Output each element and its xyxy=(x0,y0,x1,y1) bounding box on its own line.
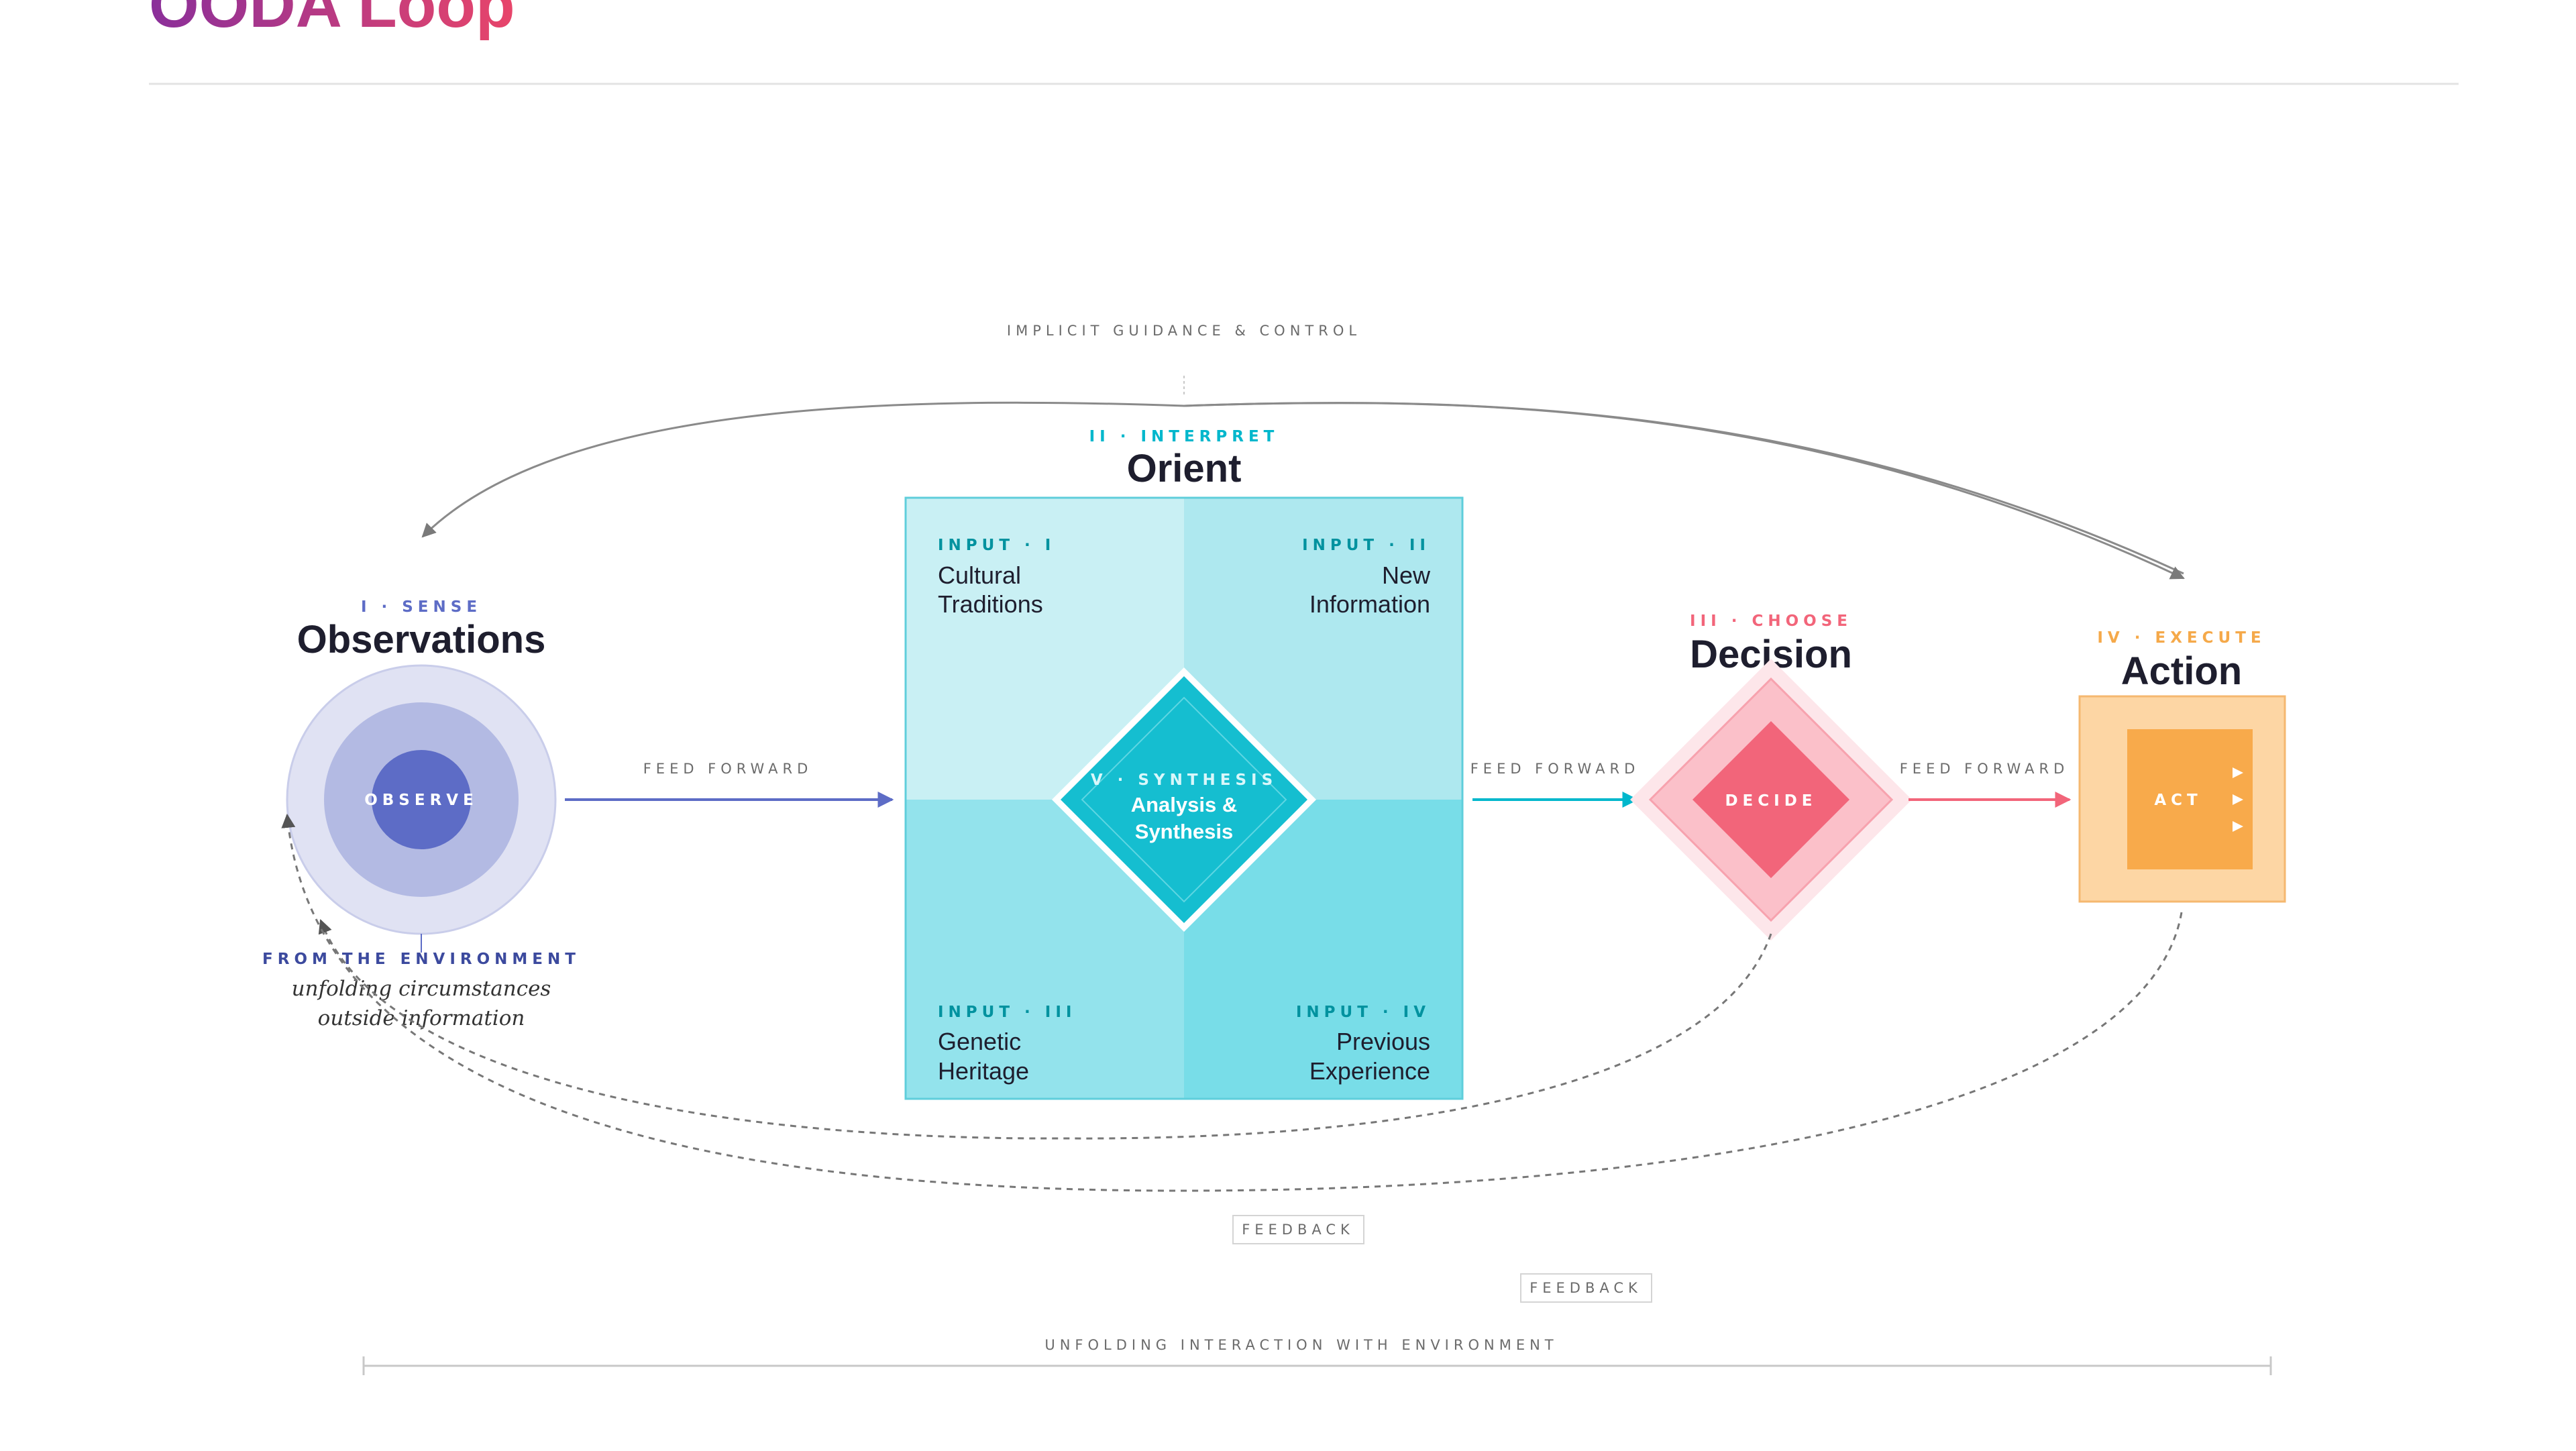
feed-forward-label-2: FEED FORWARD xyxy=(1470,761,1640,777)
orient-frame xyxy=(904,496,1464,1100)
page-title: OODA Loop xyxy=(149,0,515,41)
input-3-line-1: Genetic xyxy=(938,1028,1021,1055)
feedback-label-1: FEEDBACK xyxy=(1242,1222,1354,1238)
feedback-loop-act xyxy=(281,813,2183,1192)
input-4-tag: INPUT · IV xyxy=(1296,1004,1430,1021)
decide-core-label: DECIDE xyxy=(1725,792,1817,810)
observe-core[interactable] xyxy=(372,750,471,849)
act-play-icon-2 xyxy=(2233,794,2243,805)
decide-tag: III · CHOOSE xyxy=(1690,612,1852,630)
orient-heading: Orient xyxy=(1127,447,1242,490)
act-core-label: ACT xyxy=(2154,792,2202,809)
input-2-line-1: New xyxy=(1382,561,1431,589)
input-3-line-2: Heritage xyxy=(938,1057,1029,1085)
synthesis-line-2: Synthesis xyxy=(1135,820,1233,843)
act-play-icon-3 xyxy=(2233,821,2243,832)
observe-core-label: OBSERVE xyxy=(364,792,478,809)
environment-line-1: unfolding circumstances xyxy=(292,977,551,1001)
feedback-label-box-2 xyxy=(1520,1273,1652,1303)
input-3-tag: INPUT · III xyxy=(938,1004,1076,1021)
input-2-tag: INPUT · II xyxy=(1302,537,1430,554)
feedback-label-box-1 xyxy=(1232,1215,1364,1244)
feed-forward-label-3: FEED FORWARD xyxy=(1900,761,2070,777)
input-1-tag: INPUT · I xyxy=(938,537,1055,554)
implicit-guidance-caption: IMPLICIT GUIDANCE & CONTROL xyxy=(1007,323,1361,339)
feedback-loop-decide xyxy=(318,919,1772,1140)
input-2-line-2: Information xyxy=(1309,590,1430,618)
decide-core[interactable] xyxy=(1693,721,1849,878)
input-4-line-2: Experience xyxy=(1309,1057,1430,1085)
synthesis-diamond[interactable] xyxy=(1061,676,1307,923)
orient-tag: II · INTERPRET xyxy=(1089,428,1279,445)
synthesis-tag: V · SYNTHESIS xyxy=(1091,771,1277,789)
synthesis-line-1: Analysis & xyxy=(1131,793,1238,816)
act-core[interactable] xyxy=(2127,729,2253,869)
act-play-icon-1 xyxy=(2233,767,2243,778)
implicit-guidance-arc-right xyxy=(1183,402,2185,580)
input-4-line-1: Previous xyxy=(1336,1028,1430,1055)
act-tag: IV · EXECUTE xyxy=(2097,629,2265,647)
environment-tag: FROM THE ENVIRONMENT xyxy=(262,951,580,968)
synthesis-inner-diamond xyxy=(1081,696,1287,903)
input-1-line-2: Traditions xyxy=(938,590,1043,618)
act-heading: Action xyxy=(2121,649,2242,693)
observe-tag: I · SENSE xyxy=(361,598,482,616)
interaction-caption: UNFOLDING INTERACTION WITH ENVIRONMENT xyxy=(1044,1337,1558,1353)
feedback-label-2: FEEDBACK xyxy=(1529,1280,1642,1296)
feed-forward-label-1: FEED FORWARD xyxy=(643,761,813,777)
input-1-line-1: Cultural xyxy=(938,561,1021,589)
observe-heading: Observations xyxy=(297,618,546,661)
